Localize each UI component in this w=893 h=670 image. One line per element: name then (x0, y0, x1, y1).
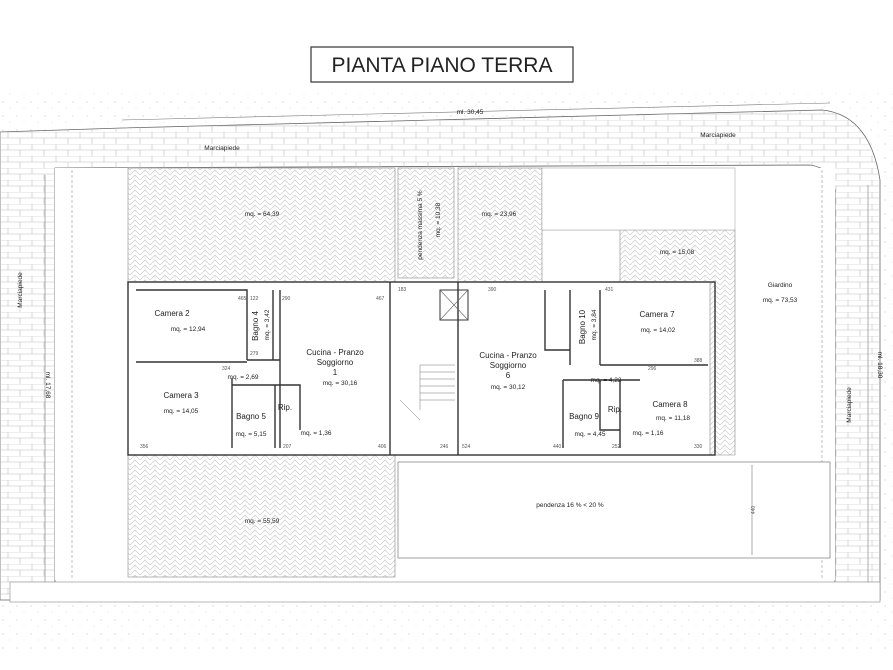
sidewalk-label-left: Marciapiede (17, 272, 24, 308)
svg-text:356: 356 (140, 444, 149, 450)
paving-bottom-left-area: mq. = 55,59 (245, 518, 280, 525)
living-6-line3: 6 (506, 371, 511, 380)
paving-top-right-area: mq. = 15,08 (660, 249, 695, 256)
rip-1-label: Rip. (278, 403, 292, 412)
building-outline (127, 281, 716, 456)
camera-2-label: Camera 2 (154, 309, 190, 318)
svg-text:431: 431 (605, 287, 614, 293)
svg-text:388: 388 (694, 358, 703, 364)
corridor-6-area: mq. = 4,22 (591, 377, 622, 384)
svg-text:207: 207 (283, 444, 292, 450)
camera-7-area: mq. = 14,02 (641, 327, 676, 334)
svg-text:406: 406 (378, 444, 387, 450)
rip-1-area: mq. = 1,36 (301, 430, 332, 437)
staircase (399, 364, 455, 421)
living-6-line1: Cucina - Pranzo (479, 351, 537, 360)
rip-6-label: Rip. (608, 405, 622, 414)
svg-text:465: 465 (238, 296, 247, 302)
bagno-5-area: mq. = 5,15 (236, 431, 267, 438)
bagno-9-label: Bagno 9 (569, 412, 599, 421)
camera-7-label: Camera 7 (639, 310, 675, 319)
living-6-line2: Soggiorno (490, 361, 527, 370)
left-length-label: ml. 17,68 (44, 372, 51, 399)
driveway (397, 461, 831, 559)
ramp-area (397, 167, 455, 279)
elevator-icon (439, 289, 469, 321)
garden-label: Giardino (768, 282, 793, 289)
top-length-label: ml. 30,45 (457, 109, 484, 116)
paving-top-left (127, 167, 396, 283)
svg-text:252: 252 (612, 444, 621, 450)
driveway-slope-label: pendenza 16 % < 20 % (536, 502, 604, 509)
sidewalk-label-top-right: Marciapiede (700, 132, 736, 139)
svg-text:122: 122 (250, 296, 259, 302)
svg-text:467: 467 (376, 296, 385, 302)
svg-text:246: 246 (440, 444, 449, 450)
svg-text:290: 290 (282, 296, 291, 302)
garden-area: mq. = 73,53 (763, 297, 798, 304)
living-1-line3: 1 (333, 368, 338, 377)
street-band (9, 581, 881, 603)
svg-text:390: 390 (488, 287, 497, 293)
bagno-9-area: mq. = 4,45 (575, 431, 606, 438)
sidewalk-paving (0, 110, 880, 600)
svg-text:524: 524 (462, 444, 471, 450)
right-length-label: ml. 18,30 (876, 352, 883, 379)
svg-text:296: 296 (648, 366, 657, 372)
camera-8-label: Camera 8 (652, 400, 688, 409)
sidewalk-label-top-left: Marciapiede (204, 145, 240, 152)
living-1-line1: Cucina - Pranzo (306, 348, 364, 357)
ramp-slope-label: pendenza massima 5 % (417, 190, 424, 260)
paving-top-mid (457, 167, 543, 283)
rip-6-area: mq. = 1,16 (633, 430, 664, 437)
svg-text:330: 330 (694, 444, 703, 450)
svg-text:324: 324 (222, 366, 231, 372)
driveway-width-label: 440 (751, 506, 757, 515)
bagno-4-area: mq. = 3,42 (264, 309, 271, 340)
bagno-10-label: Bagno 10 (578, 309, 587, 344)
drawing-title: PIANTA PIANO TERRA (332, 54, 553, 77)
svg-text:440: 440 (553, 444, 562, 450)
living-1-area: mq. = 30,16 (323, 380, 358, 387)
camera-2-area: mq. = 12,94 (171, 326, 206, 333)
camera-3-label: Camera 3 (163, 391, 199, 400)
svg-text:183: 183 (398, 287, 407, 293)
paving-top-left-area: mq. = 64,39 (245, 211, 280, 218)
dimension-line-top (121, 102, 831, 121)
corridor-1-area: mq. = 2,69 (228, 374, 259, 381)
camera-8-area: mq. = 11,18 (656, 415, 690, 422)
paving-top-mid-area: mq. = 23,96 (482, 211, 517, 218)
bagno-4-label: Bagno 4 (251, 311, 260, 341)
dimension-labels: 465 122 290 467 279 324 356 207 406 183 … (140, 287, 703, 450)
living-6-area: mq. = 30,12 (491, 384, 526, 391)
ramp-area-label: mq. = 10,38 (435, 202, 442, 237)
living-1-line2: Soggiorno (317, 358, 354, 367)
bagno-10-area: mq. = 3,84 (591, 309, 598, 340)
bagno-5-label: Bagno 5 (236, 412, 266, 421)
title-box (310, 46, 574, 83)
sidewalk-label-right: Marciapiede (846, 387, 853, 423)
svg-text:279: 279 (250, 351, 259, 357)
camera-3-area: mq. = 14,05 (164, 408, 199, 415)
paving-bottom-left (127, 454, 396, 578)
